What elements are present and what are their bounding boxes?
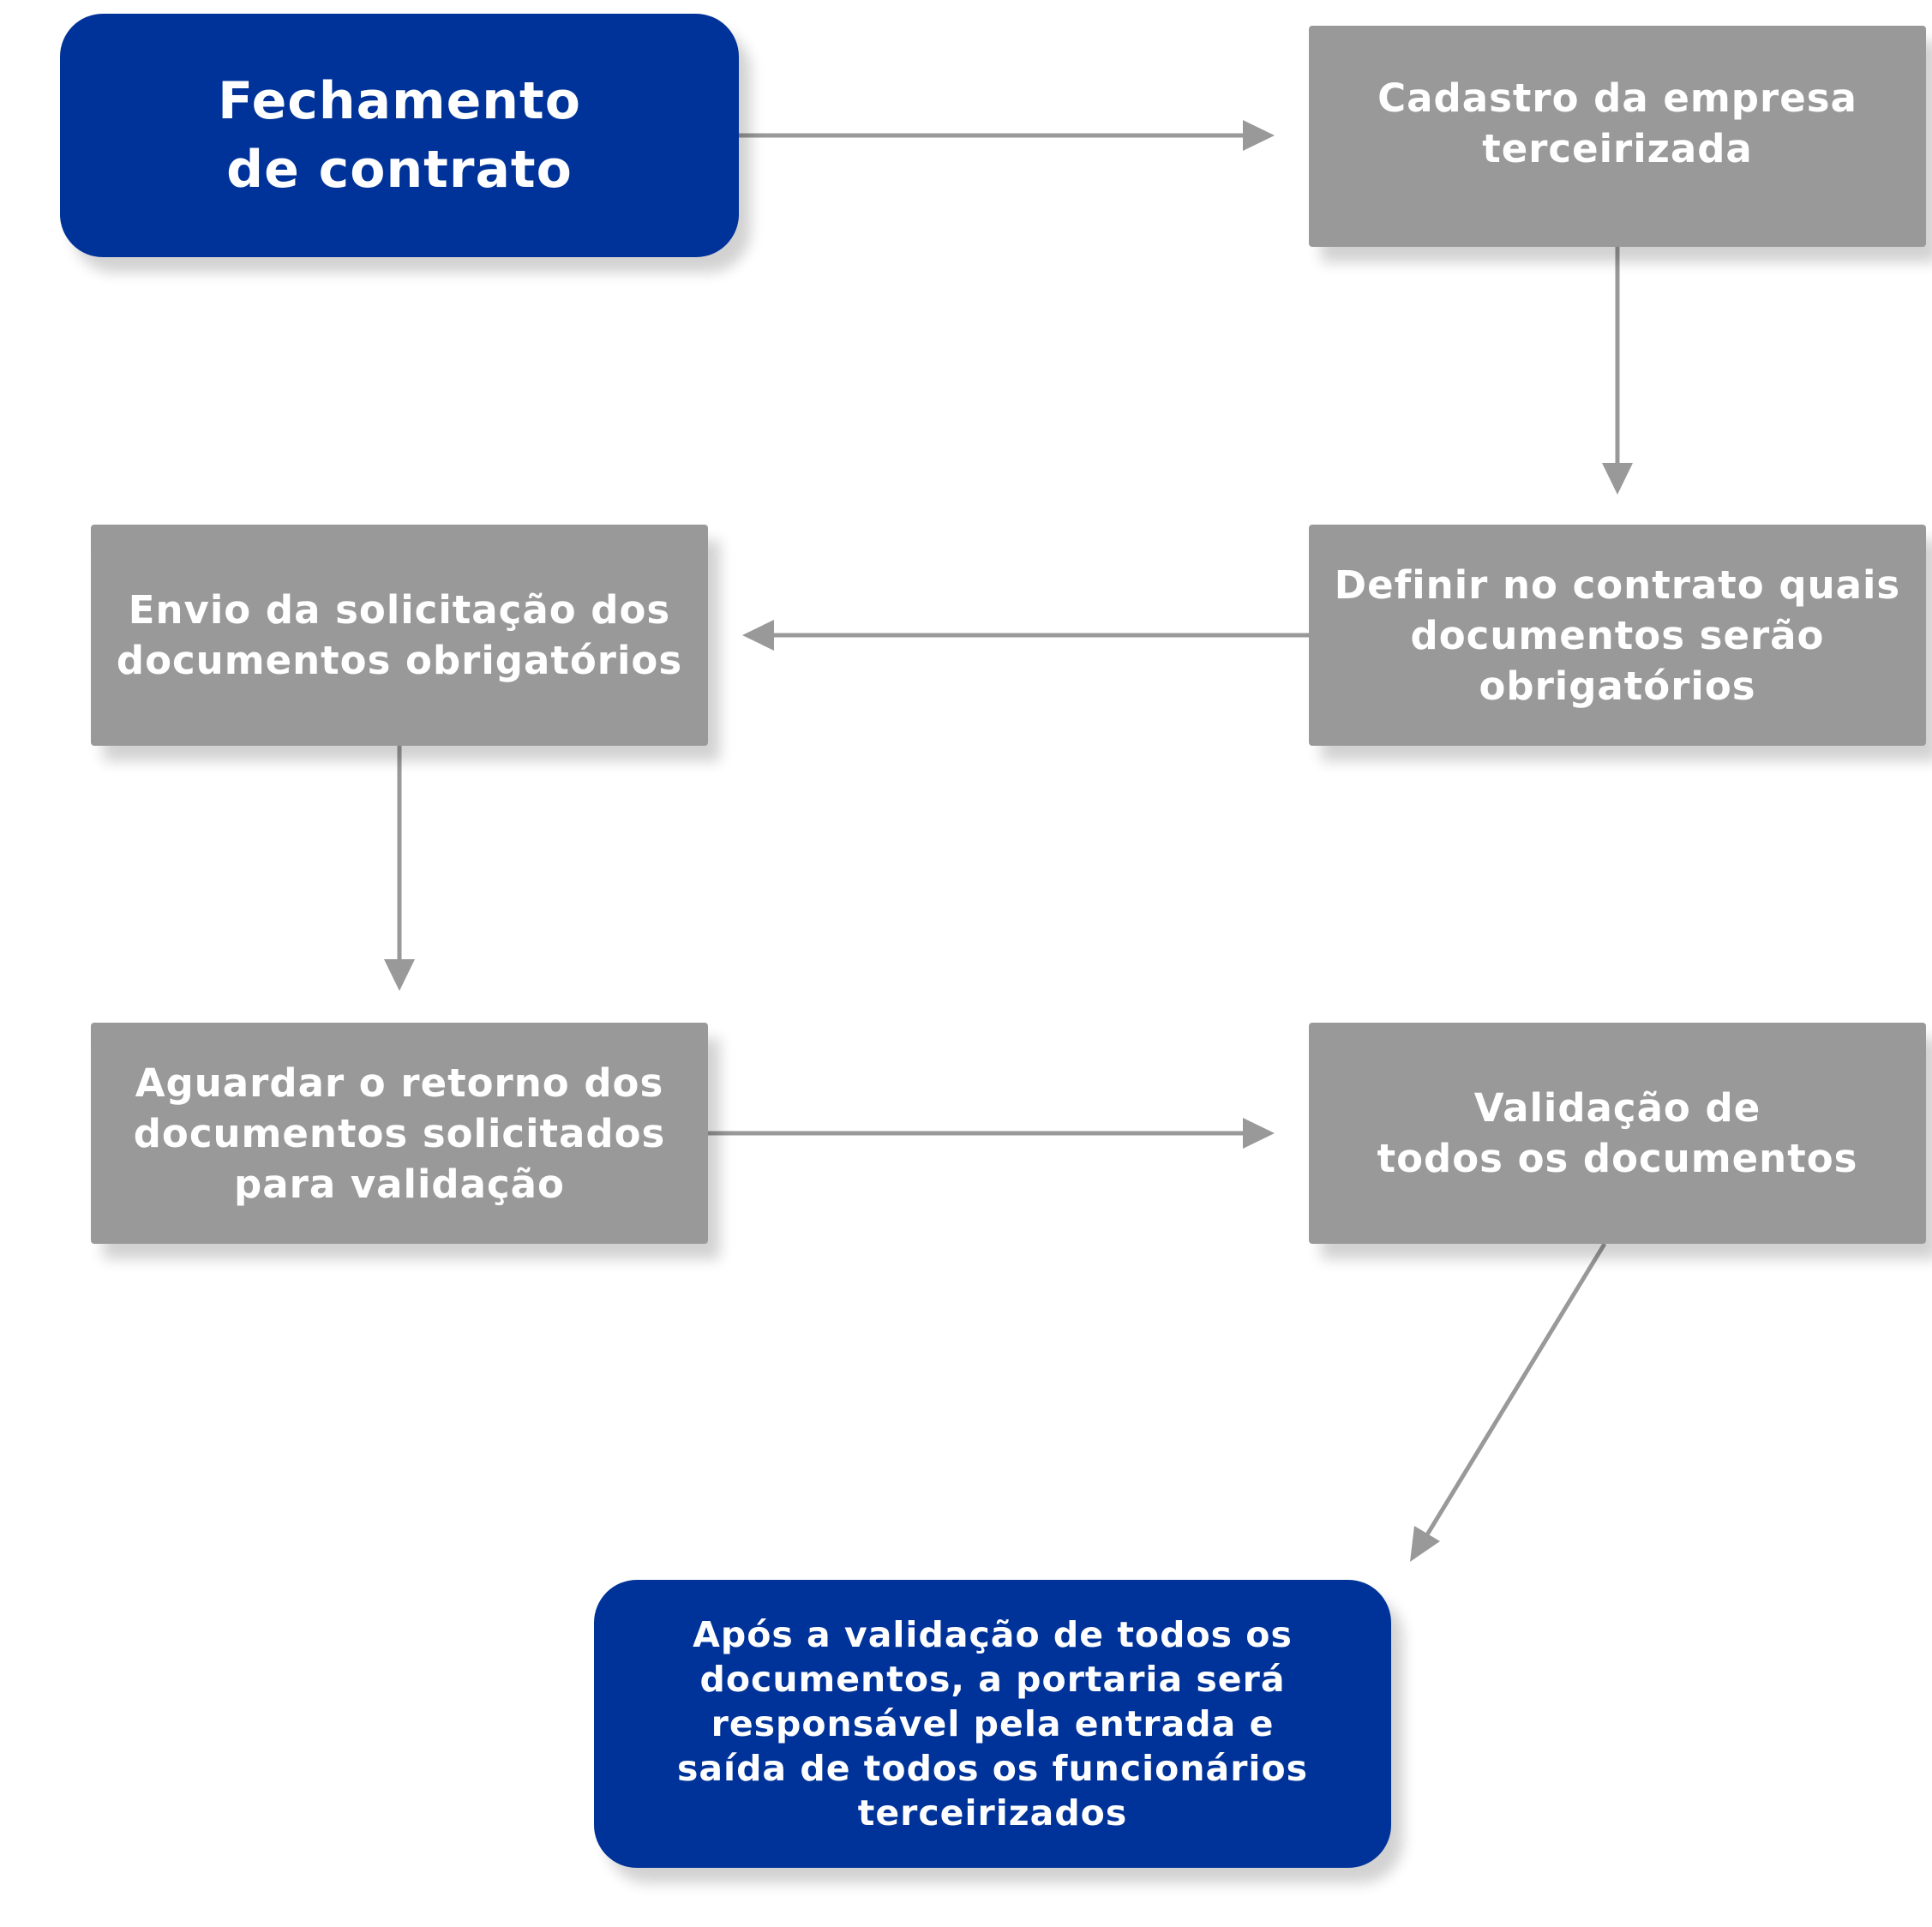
arrowhead <box>742 620 774 651</box>
node-label: Após a validação de todos os documentos,… <box>676 1614 1309 1834</box>
arrow-cadastro-to-definir <box>1602 247 1633 495</box>
arrow-aguardar-to-validacao <box>708 1118 1275 1149</box>
arrow-definir-to-envio <box>742 620 1309 651</box>
arrow-envio-to-aguardar <box>384 746 415 991</box>
arrowhead <box>1410 1526 1440 1562</box>
arrowhead <box>1243 1118 1275 1149</box>
arrow-line <box>1424 1242 1607 1538</box>
node-definir-documentos: Definir no contrato quais documentos ser… <box>1309 525 1926 746</box>
node-fechamento-de-contrato: Fechamento de contrato <box>60 14 739 257</box>
node-label: Validação de todos os documentos <box>1377 1085 1858 1181</box>
node-envio-solicitacao: Envio da solicitação dos documentos obri… <box>91 525 708 746</box>
arrow-start-to-cadastro <box>739 120 1275 151</box>
node-aguardar-retorno: Aguardar o retorno dos documentos solici… <box>91 1023 708 1244</box>
arrow-validacao-to-final <box>1410 1242 1607 1562</box>
node-label: Cadastro da empresa terceirizada <box>1377 75 1857 171</box>
node-validacao-documentos: Validação de todos os documentos <box>1309 1023 1926 1244</box>
node-label: Fechamento de contrato <box>218 71 581 200</box>
node-label: Envio da solicitação dos documentos obri… <box>116 587 683 683</box>
arrowhead <box>1602 463 1633 495</box>
arrowhead <box>384 959 415 991</box>
node-portaria-responsavel: Após a validação de todos os documentos,… <box>594 1580 1391 1868</box>
arrowhead <box>1243 120 1275 151</box>
node-label: Definir no contrato quais documentos ser… <box>1334 561 1901 709</box>
node-label: Aguardar o retorno dos documentos solici… <box>133 1060 666 1207</box>
node-cadastro-empresa: Cadastro da empresa terceirizada <box>1309 26 1926 247</box>
